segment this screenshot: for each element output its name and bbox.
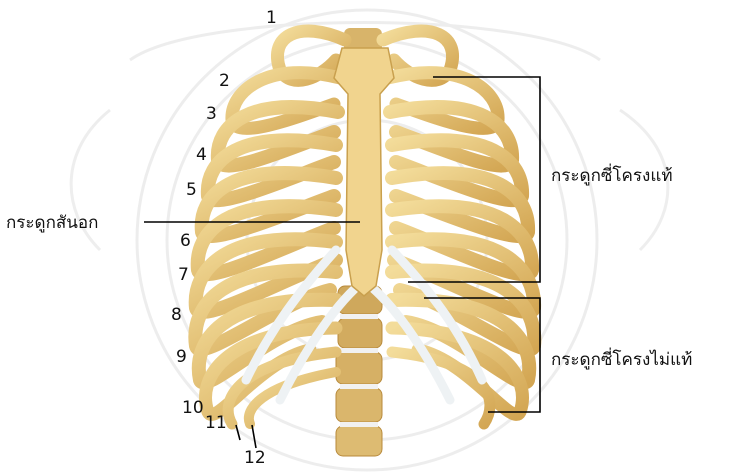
left-ribs xyxy=(195,31,345,424)
label-false-ribs: กระดูกซี่โครงไม่แท้ xyxy=(551,346,692,373)
rib-number-5: 5 xyxy=(186,180,197,200)
sternum-bone xyxy=(334,48,394,296)
rib-number-10: 10 xyxy=(182,398,204,418)
rib-number-12: 12 xyxy=(244,448,266,468)
rib-number-2: 2 xyxy=(219,71,230,91)
label-sternum: กระดูกสันอก xyxy=(6,209,98,236)
rib-number-4: 4 xyxy=(196,145,207,165)
rib-number-11: 11 xyxy=(205,413,227,433)
rib-number-8: 8 xyxy=(171,305,182,325)
rib-number-6: 6 xyxy=(180,231,191,251)
rib-number-7: 7 xyxy=(178,265,189,285)
rib-number-1: 1 xyxy=(266,8,277,28)
rib-12-leader xyxy=(252,425,256,448)
rib-number-9: 9 xyxy=(176,347,187,367)
rib-number-3: 3 xyxy=(206,104,217,124)
right-ribs xyxy=(383,31,534,424)
label-true-ribs: กระดูกซี่โครงแท้ xyxy=(551,162,673,189)
